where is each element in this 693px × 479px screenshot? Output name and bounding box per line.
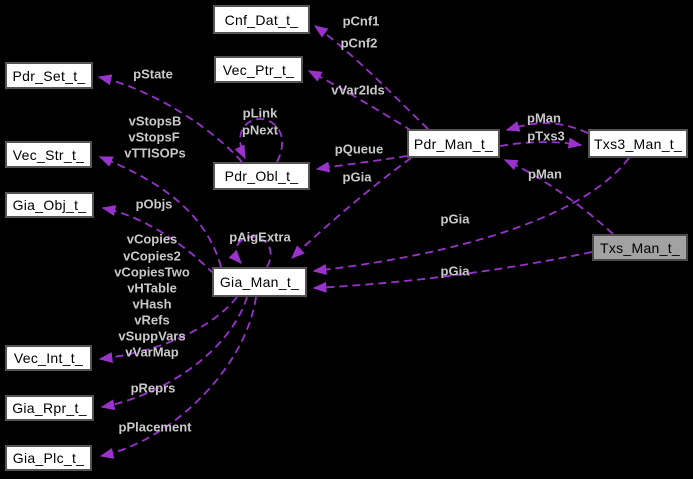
- edge-pplacement: [99, 296, 257, 459]
- edge-label-vcopies: vCopies: [126, 231, 178, 247]
- edge-label-pqueue: pQueue: [334, 141, 384, 157]
- node-gia-rpr-t[interactable]: Gia_Rpr_t_: [5, 395, 94, 421]
- edge-label-pplacement: pPlacement: [118, 419, 192, 435]
- edge-label-vvarmap: vVarMap: [125, 344, 179, 360]
- node-pdr-set-t[interactable]: Pdr_Set_t_: [5, 62, 93, 89]
- edge-paigextra-selfloop: [228, 236, 272, 268]
- node-vec-int-t[interactable]: Vec_Int_t_: [5, 345, 92, 371]
- edge-pgia-txs3: [312, 157, 630, 276]
- edge-label-pgia-pdr: pGia: [342, 169, 372, 185]
- edge-label-vcopies2: vCopies2: [123, 248, 181, 264]
- edge-ptxs3: [499, 137, 583, 149]
- node-vec-ptr-t[interactable]: Vec_Ptr_t_: [214, 56, 303, 83]
- edge-label-pgia-txs: pGia: [440, 263, 470, 279]
- edge-pgia-pdr: [291, 157, 412, 259]
- edge-pcnf: [313, 25, 429, 130]
- edge-label-vvar2ids: vVar2Ids: [331, 82, 385, 98]
- edge-label-vstopsb: vStopsB: [128, 113, 182, 129]
- edge-label-pcnf2: pCnf2: [340, 35, 378, 51]
- edge-label-vttisops: vTTISOPs: [124, 145, 186, 161]
- edge-label-plink: pLink: [242, 105, 278, 121]
- edge-vcopies: [98, 296, 238, 364]
- node-cnf-dat-t[interactable]: Cnf_Dat_t_: [213, 5, 310, 34]
- edge-label-pman-txs: pMan: [528, 166, 562, 182]
- edge-pobjs: [101, 205, 215, 275]
- node-pdr-man-t[interactable]: Pdr_Man_t_: [407, 129, 500, 158]
- edge-label-vstopsf: vStopsF: [128, 129, 180, 145]
- edge-label-pobjs: pObjs: [135, 196, 173, 212]
- edge-label-preprs: pReprs: [130, 380, 176, 396]
- edge-plink-pnext-selfloop: [234, 118, 283, 163]
- node-vec-str-t[interactable]: Vec_Str_t_: [5, 141, 92, 168]
- edge-pman-txs: [503, 159, 614, 235]
- node-txs-man-t-focus[interactable]: Txs_Man_t_: [592, 234, 688, 261]
- node-gia-plc-t[interactable]: Gia_Plc_t_: [5, 445, 92, 471]
- edge-label-ptxs3: pTxs3: [527, 128, 565, 144]
- edge-label-pman-txs3: pMan: [527, 110, 561, 126]
- edge-vstops: [98, 156, 222, 268]
- edge-label-vrefs: vRefs: [134, 312, 170, 328]
- node-gia-obj-t[interactable]: Gia_Obj_t_: [5, 192, 94, 218]
- edge-preprs: [100, 296, 248, 411]
- node-gia-man-t[interactable]: Gia_Man_t_: [212, 267, 307, 297]
- edge-label-vcopiestwo: vCopiesTwo: [114, 264, 190, 280]
- edge-vvar2ids: [307, 70, 413, 132]
- edge-label-pgia-txs3: pGia: [440, 211, 470, 227]
- edge-label-pnext: pNext: [241, 122, 279, 138]
- edge-label-vhash: vHash: [132, 296, 172, 312]
- edge-pqueue: [315, 155, 408, 173]
- edge-pman-txs3: [505, 121, 589, 134]
- edge-label-pcnf1: pCnf1: [342, 13, 380, 29]
- node-pdr-obl-t[interactable]: Pdr_Obl_t_: [213, 162, 310, 190]
- edge-label-vhtable: vHTable: [127, 280, 177, 296]
- edge-pgia-txs: [312, 251, 593, 293]
- edge-pstate: [97, 74, 243, 163]
- edge-label-paigextra: pAigExtra: [229, 229, 291, 245]
- node-txs3-man-t[interactable]: Txs3_Man_t_: [588, 129, 688, 158]
- edge-label-pstate: pState: [133, 66, 173, 82]
- edge-label-vsuppvars: vSuppVars: [118, 328, 186, 344]
